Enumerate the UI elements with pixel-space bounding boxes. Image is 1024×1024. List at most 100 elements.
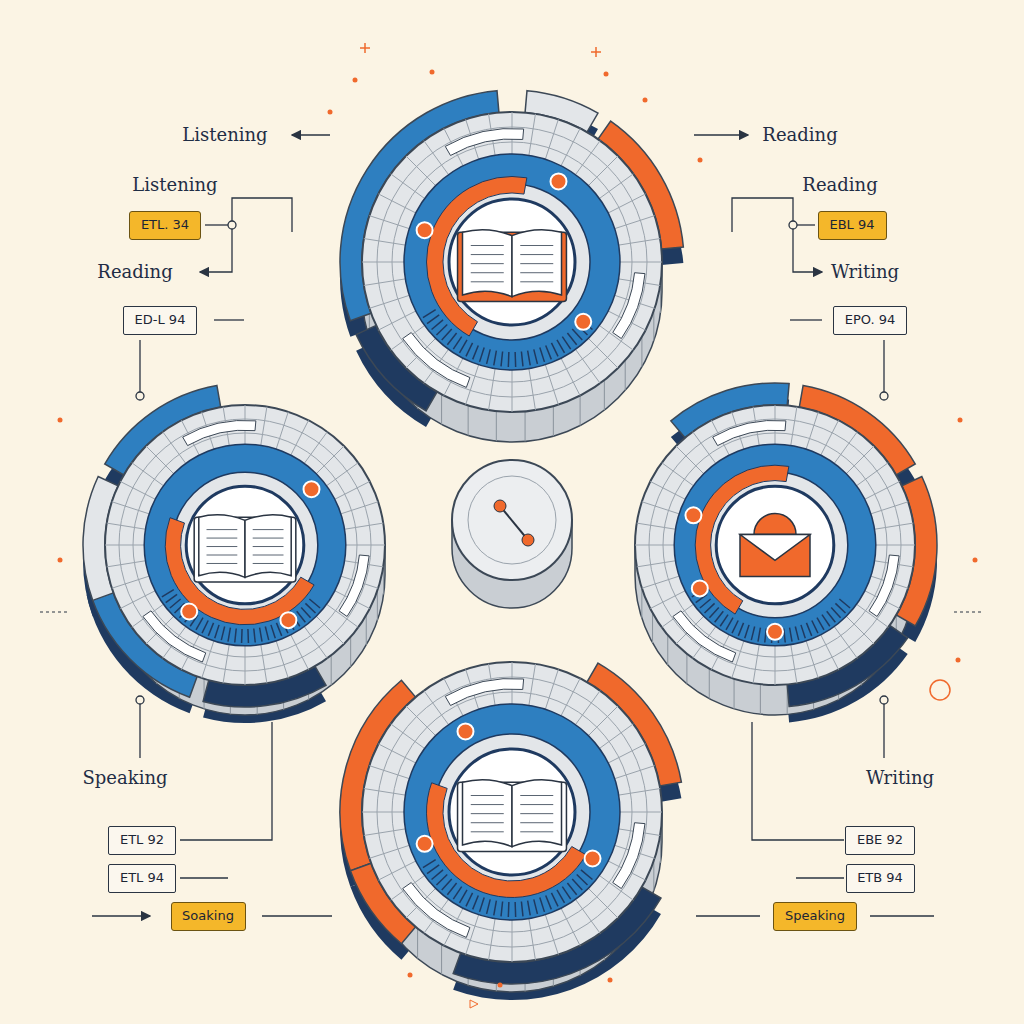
ring-tick bbox=[514, 902, 516, 917]
dot bbox=[58, 418, 63, 423]
ring-tick bbox=[827, 611, 836, 622]
grid-spoke bbox=[642, 502, 679, 514]
dot bbox=[698, 158, 703, 163]
ring-tick bbox=[473, 895, 479, 909]
dot bbox=[58, 558, 63, 563]
brick-line bbox=[377, 591, 378, 621]
leader-line bbox=[205, 224, 228, 225]
grid-spoke bbox=[650, 481, 685, 499]
dial-ring bbox=[468, 476, 556, 564]
book-line bbox=[253, 538, 284, 539]
book-line bbox=[471, 822, 504, 823]
grid-spoke bbox=[561, 908, 580, 945]
leader-line bbox=[232, 198, 292, 232]
book-page bbox=[199, 515, 245, 578]
ring-tick bbox=[265, 627, 268, 641]
leader-line bbox=[883, 704, 884, 758]
grid-spoke bbox=[362, 812, 404, 813]
grid-spoke bbox=[276, 641, 288, 678]
ring-tick bbox=[442, 879, 452, 890]
book-line bbox=[253, 546, 284, 547]
grid-spoke bbox=[806, 412, 818, 449]
ring-tick bbox=[162, 590, 174, 597]
ring-tick bbox=[215, 625, 219, 638]
ring-tick bbox=[501, 352, 503, 367]
ring-stack bbox=[83, 385, 385, 723]
grid-spoke bbox=[875, 523, 914, 529]
leader-lines bbox=[40, 135, 984, 916]
star bbox=[360, 43, 370, 53]
skill-label: Writing bbox=[866, 767, 934, 789]
brick-line bbox=[496, 411, 497, 441]
grid-ring bbox=[663, 433, 887, 657]
ring-stack bbox=[340, 662, 681, 1000]
score-box: ED-L 94 bbox=[123, 306, 197, 335]
ring-tick bbox=[528, 351, 531, 366]
book-line bbox=[520, 254, 553, 255]
grid-ring bbox=[133, 433, 357, 657]
ring-tick bbox=[705, 603, 715, 613]
book-line bbox=[471, 263, 504, 264]
grid-spoke bbox=[364, 279, 405, 286]
grid-spoke bbox=[620, 812, 662, 813]
ring-mark bbox=[930, 680, 950, 700]
ring-dot bbox=[585, 851, 601, 867]
ring-dot bbox=[280, 612, 296, 628]
grid-spoke bbox=[489, 369, 496, 410]
leader-line bbox=[883, 340, 884, 392]
grid-spoke bbox=[512, 370, 513, 412]
grid-spoke bbox=[561, 358, 580, 395]
grid-spoke bbox=[316, 446, 344, 474]
grid-spoke bbox=[223, 645, 229, 684]
grid-spoke bbox=[637, 561, 676, 567]
brick-line bbox=[652, 613, 653, 643]
grid-spoke bbox=[865, 481, 900, 499]
grid-spoke bbox=[575, 691, 600, 725]
grid-spoke bbox=[575, 349, 600, 383]
dot bbox=[408, 973, 413, 978]
grid-spoke bbox=[107, 523, 146, 529]
book-line bbox=[471, 831, 504, 832]
book-line bbox=[471, 804, 504, 805]
grid-spoke bbox=[112, 502, 149, 514]
book-line bbox=[520, 263, 553, 264]
grid-spoke bbox=[261, 407, 267, 446]
brick-line bbox=[366, 615, 367, 645]
envelope-dome bbox=[754, 514, 796, 535]
ring-tick bbox=[835, 603, 845, 613]
ring-tick bbox=[309, 599, 320, 608]
dot bbox=[604, 72, 609, 77]
skill-label: Reading bbox=[97, 261, 172, 283]
book-line bbox=[253, 563, 284, 564]
grid-spoke bbox=[662, 463, 694, 486]
disk-top bbox=[362, 662, 662, 962]
ring-tick bbox=[817, 618, 824, 630]
grid-spoke bbox=[599, 724, 633, 749]
ring-tick bbox=[572, 879, 582, 890]
ring-tick bbox=[557, 340, 565, 353]
ring-tick bbox=[208, 623, 213, 636]
brick-line bbox=[468, 405, 469, 435]
score-badge: Soaking bbox=[171, 902, 246, 931]
score-box: EPO. 94 bbox=[833, 306, 907, 335]
ring-tick bbox=[784, 629, 785, 643]
grid-spoke bbox=[304, 627, 327, 659]
ring-tick bbox=[447, 883, 456, 895]
ring-tick bbox=[453, 887, 461, 899]
ring-tick bbox=[436, 875, 447, 885]
grid-spoke bbox=[775, 646, 776, 685]
ring-tick bbox=[521, 352, 523, 367]
book-line bbox=[253, 555, 284, 556]
ring-tick bbox=[460, 890, 468, 903]
ring-stack bbox=[340, 91, 683, 442]
ring-tick bbox=[494, 901, 497, 916]
grid-spoke bbox=[291, 635, 309, 670]
grid-spoke bbox=[345, 523, 384, 529]
ring-tick bbox=[432, 870, 443, 880]
ring-dot bbox=[417, 222, 433, 238]
score-box: ETL 94 bbox=[108, 864, 176, 893]
grid-spoke bbox=[316, 616, 344, 644]
grid-spoke bbox=[378, 861, 415, 880]
ring-tick bbox=[447, 333, 456, 345]
ring-tick bbox=[822, 615, 830, 627]
